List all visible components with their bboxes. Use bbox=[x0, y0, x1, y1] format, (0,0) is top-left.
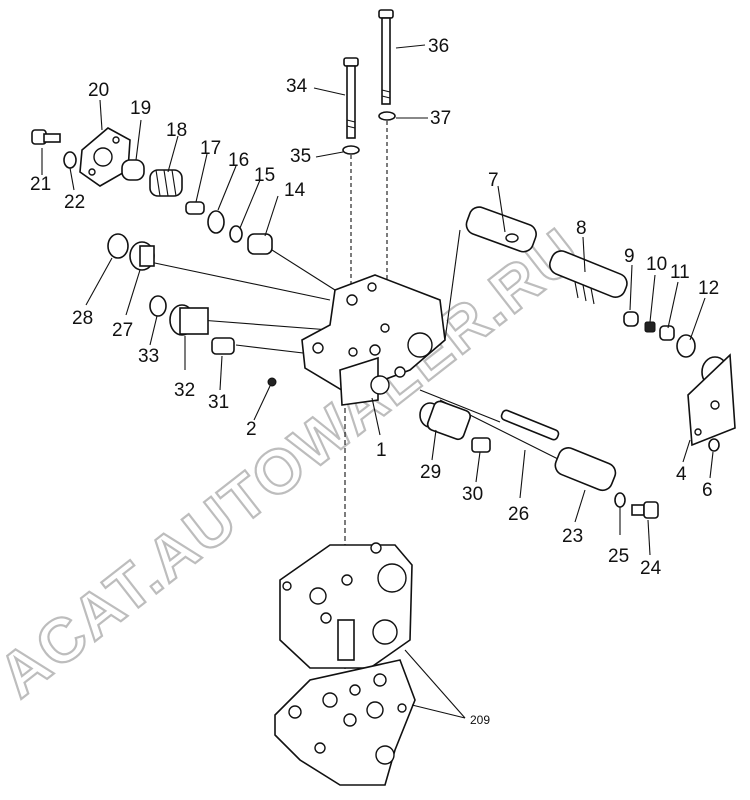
part-label-20: 20 bbox=[88, 80, 109, 101]
lower-valve-assembly bbox=[279, 542, 413, 669]
washer-28 bbox=[107, 233, 129, 259]
part-label-24: 24 bbox=[640, 558, 662, 579]
flange-20 bbox=[79, 127, 131, 187]
part-label-7: 7 bbox=[488, 170, 499, 191]
part-label-17: 17 bbox=[200, 138, 221, 159]
part-label-2: 2 bbox=[246, 419, 257, 440]
washer-22 bbox=[63, 151, 77, 169]
part-label-25: 25 bbox=[608, 546, 629, 567]
part-label-36: 36 bbox=[428, 36, 449, 57]
part-label-35: 35 bbox=[290, 146, 311, 167]
spring-14 bbox=[247, 233, 273, 255]
bolt-36 bbox=[378, 9, 394, 105]
spring-17 bbox=[185, 201, 205, 215]
valve-body-1 bbox=[301, 274, 446, 406]
spool-8 bbox=[549, 250, 628, 305]
part-label-19: 19 bbox=[130, 98, 151, 119]
spring-31 bbox=[211, 337, 235, 355]
base-plate bbox=[274, 659, 416, 786]
plug-2 bbox=[267, 377, 277, 387]
part-label-6: 6 bbox=[702, 480, 713, 501]
plug-29 bbox=[419, 400, 472, 441]
part-label-15: 15 bbox=[254, 165, 275, 186]
plug-27 bbox=[129, 241, 155, 271]
part-label-23: 23 bbox=[562, 526, 583, 547]
reference-label-209: 209 bbox=[470, 713, 490, 727]
washer-37 bbox=[378, 111, 396, 121]
spool-26 bbox=[500, 409, 560, 441]
part-label-34: 34 bbox=[286, 76, 308, 97]
washer-6 bbox=[708, 438, 720, 452]
part-label-1: 1 bbox=[376, 440, 387, 461]
bolt-24 bbox=[631, 501, 659, 519]
plug-12 bbox=[676, 334, 696, 358]
part-label-11: 11 bbox=[670, 262, 690, 283]
part-label-21: 21 bbox=[30, 174, 51, 195]
part-label-18: 18 bbox=[166, 120, 187, 141]
part-label-8: 8 bbox=[576, 218, 587, 239]
part-9 bbox=[623, 311, 639, 327]
part-label-30: 30 bbox=[462, 484, 483, 505]
spring-18 bbox=[149, 169, 183, 197]
part-label-22: 22 bbox=[64, 192, 85, 213]
part-label-12: 12 bbox=[698, 278, 719, 299]
spring-30 bbox=[471, 437, 491, 453]
washer-33 bbox=[149, 295, 167, 317]
part-label-10: 10 bbox=[646, 254, 667, 275]
part-label-16: 16 bbox=[228, 150, 249, 171]
part-label-33: 33 bbox=[138, 346, 159, 367]
bolt-21 bbox=[31, 129, 61, 145]
part-label-32: 32 bbox=[174, 380, 195, 401]
part-label-31: 31 bbox=[208, 392, 229, 413]
sleeve-23 bbox=[554, 447, 617, 492]
part-label-29: 29 bbox=[420, 462, 441, 483]
ring-16 bbox=[207, 210, 225, 234]
part-label-14: 14 bbox=[284, 180, 306, 201]
part-label-27: 27 bbox=[112, 320, 133, 341]
part-label-9: 9 bbox=[624, 246, 635, 267]
part-label-37: 37 bbox=[430, 108, 451, 129]
bolt-34 bbox=[343, 57, 359, 139]
ring-15 bbox=[229, 225, 243, 243]
washer-25 bbox=[614, 492, 626, 508]
spring-10 bbox=[644, 321, 656, 333]
part-19 bbox=[121, 159, 145, 181]
plug-32 bbox=[169, 304, 209, 336]
cover-4 bbox=[687, 353, 736, 447]
part-label-28: 28 bbox=[72, 308, 93, 329]
part-label-26: 26 bbox=[508, 504, 529, 525]
part-label-4: 4 bbox=[676, 464, 687, 485]
washer-35 bbox=[342, 145, 360, 155]
part-11 bbox=[659, 325, 675, 341]
spool-7 bbox=[465, 206, 537, 253]
